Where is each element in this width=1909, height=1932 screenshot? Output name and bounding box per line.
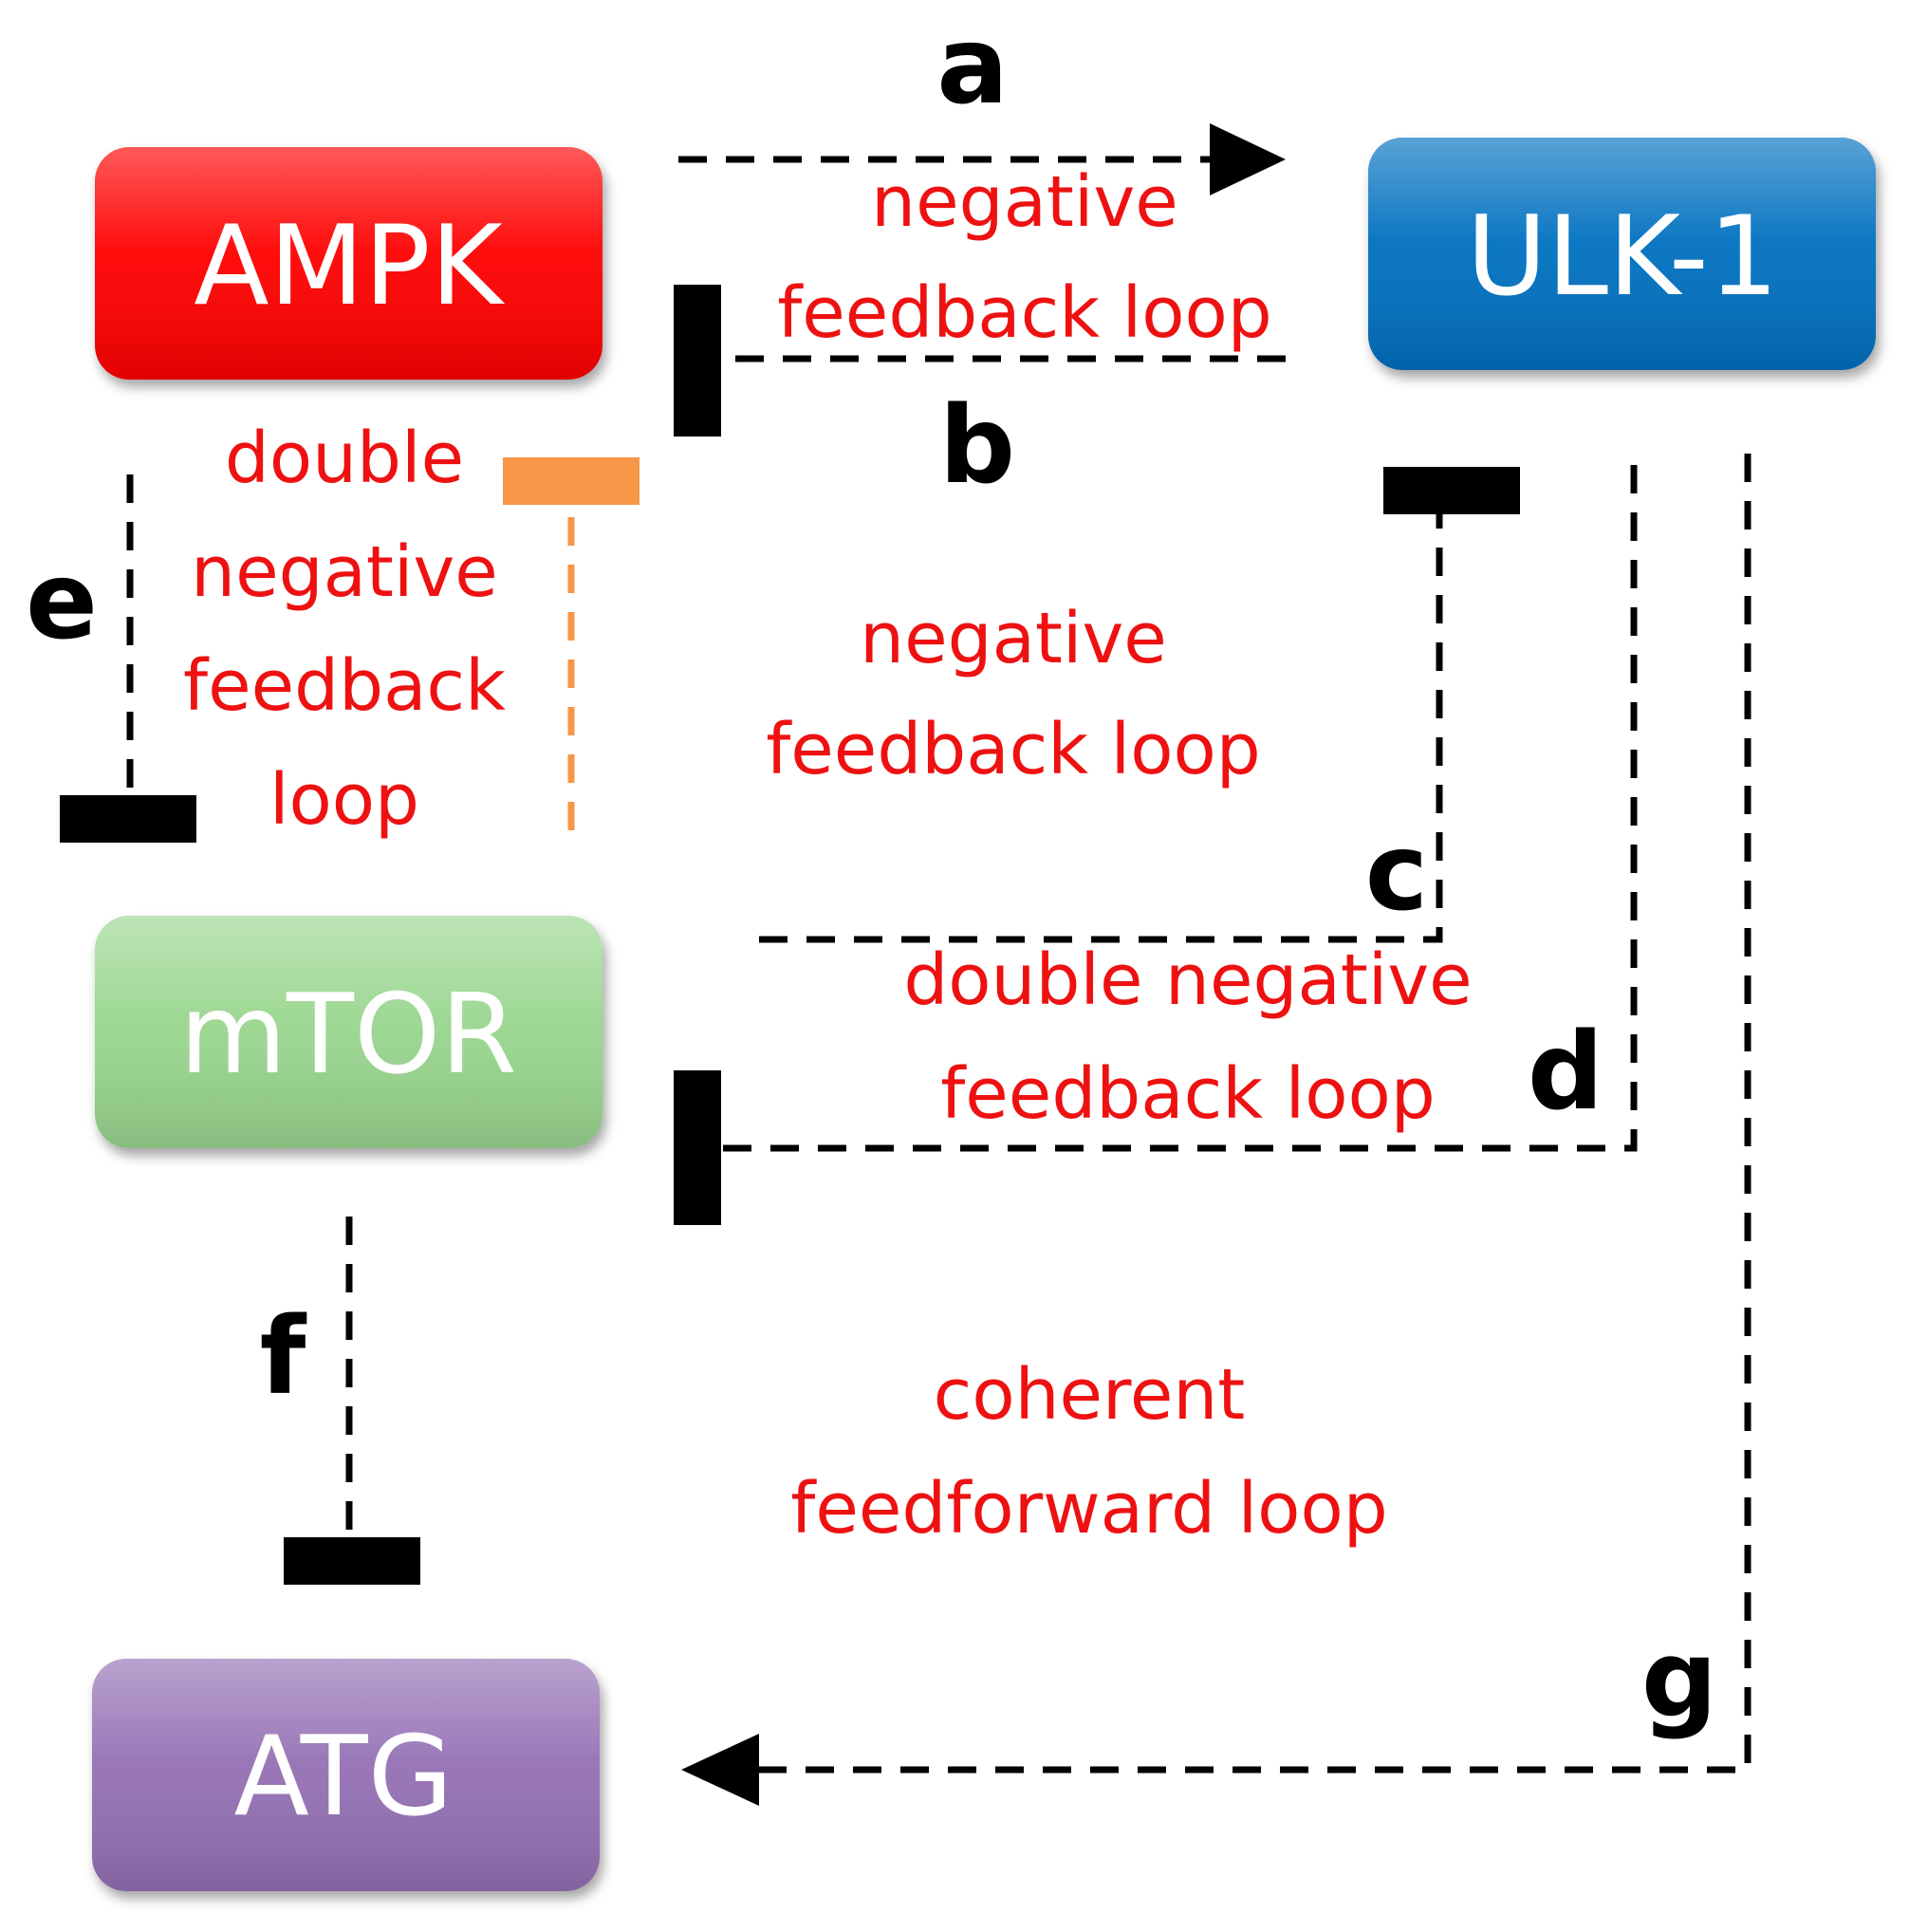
loop-label-line: coherent [934,1354,1246,1436]
edge-b: b [674,285,1286,508]
edge-e: e [26,474,196,843]
loop-label-line: negative [860,598,1167,679]
loop-label-line: double [225,418,464,499]
edge-c-line [759,512,1443,943]
loop-label-line: double negative [903,939,1472,1021]
edge-f-bar [284,1537,420,1585]
loop-label-line: negative [191,531,498,613]
edge-orange-bar [503,457,639,505]
loop-label-line: feedback loop [777,272,1272,354]
edge-d-line [721,465,1638,1152]
edge-a-letter: a [936,5,1009,128]
edge-d: d [674,465,1638,1225]
edge-c: c [759,467,1520,943]
atg-node[interactable]: ATG [92,1659,600,1891]
edge-a: a [678,5,1286,195]
edge-e-orange [503,457,639,830]
edge-f: f [260,1217,420,1585]
edge-c-bar [1383,467,1520,514]
ulk1-node[interactable]: ULK-1 [1368,138,1876,370]
edge-b-bar [674,285,721,437]
edge-d-bar [674,1070,721,1225]
loop-label-line: negative [871,161,1178,243]
loop-label-ampk-ulk1: negative feedback loop [777,161,1272,354]
mtor-gloss [95,916,602,1148]
edge-f-letter: f [260,1295,307,1419]
ulk1-label: ULK-1 [1466,193,1778,321]
loop-label-ampk-mtor: double negative feedback loop [183,418,506,841]
ampk-label: AMPK [194,202,505,330]
loop-label-center: negative feedback loop [766,598,1261,790]
loop-label-feedforward: coherent feedforward loop [790,1354,1387,1550]
loop-label-line: loop [269,759,419,841]
mtor-label: mTOR [179,971,517,1099]
loop-label-mtor-ulk1: double negative feedback loop [903,939,1472,1135]
atg-gloss [92,1659,600,1891]
edge-g: g [681,454,1751,1806]
edge-e-bar [60,795,196,843]
edge-e-letter: e [26,540,98,663]
ulk1-gloss [1368,138,1876,370]
edge-g-letter: g [1641,1618,1717,1741]
atg-label: ATG [233,1713,453,1841]
loop-label-line: feedback loop [940,1053,1436,1135]
loop-label-line: feedback [183,645,506,727]
ampk-node[interactable]: AMPK [95,147,602,380]
edge-c-letter: c [1365,811,1428,935]
mtor-node[interactable]: mTOR [95,916,602,1148]
edge-g-line [751,454,1751,1774]
edge-g-arrowhead [681,1734,759,1806]
edge-b-letter: b [939,384,1015,508]
ampk-gloss [95,147,602,380]
loop-label-line: feedback loop [766,709,1261,790]
edge-a-arrowhead [1210,123,1286,195]
loop-label-line: feedforward loop [790,1468,1387,1550]
edge-d-letter: d [1528,1011,1603,1134]
